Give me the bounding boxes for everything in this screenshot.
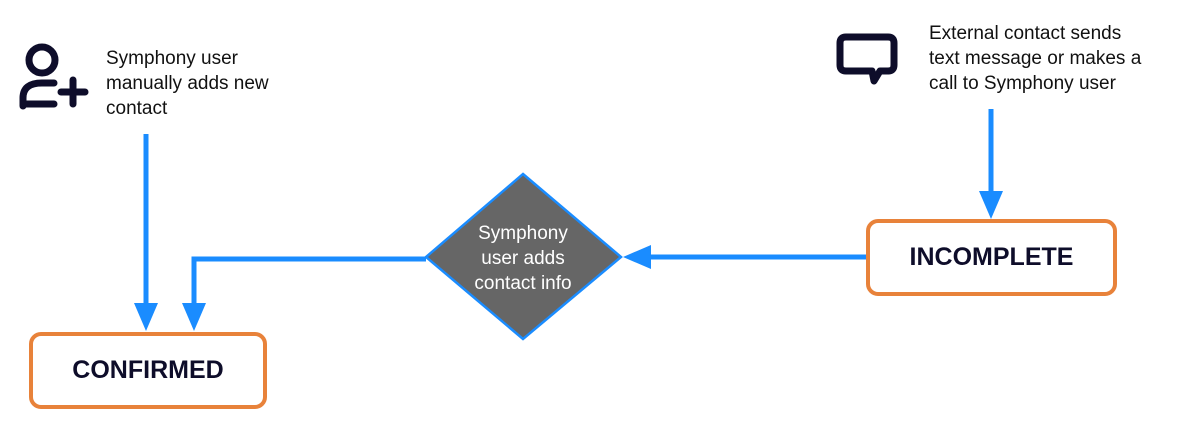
arrow-user-to-confirmed <box>134 134 158 331</box>
arrow-incomplete-to-decision <box>623 245 866 269</box>
arrow-external-to-incomplete <box>979 109 1003 219</box>
caption-line: call to Symphony user <box>929 73 1116 94</box>
caption-user-adds-contact: Symphony user manually adds new contact <box>106 46 269 121</box>
decision-diamond <box>424 172 623 341</box>
chat-bubble-icon <box>836 33 898 85</box>
arrow-decision-to-confirmed <box>182 256 426 331</box>
caption-line: Symphony user <box>106 48 239 69</box>
caption-line: External contact sends <box>929 23 1122 44</box>
decision-line: contact info <box>474 273 572 294</box>
caption-line: text message or makes a <box>929 48 1142 69</box>
decision-line: user adds <box>481 248 565 269</box>
decision-line: Symphony <box>478 223 568 244</box>
decision-label: Symphony user adds contact info <box>453 221 593 296</box>
caption-line: contact <box>106 98 168 119</box>
state-incomplete: INCOMPLETE <box>866 219 1117 296</box>
add-user-icon <box>19 43 89 110</box>
caption-line: manually adds new <box>106 73 269 94</box>
state-confirmed: CONFIRMED <box>29 332 267 409</box>
caption-external-contact: External contact sends text message or m… <box>929 21 1141 96</box>
